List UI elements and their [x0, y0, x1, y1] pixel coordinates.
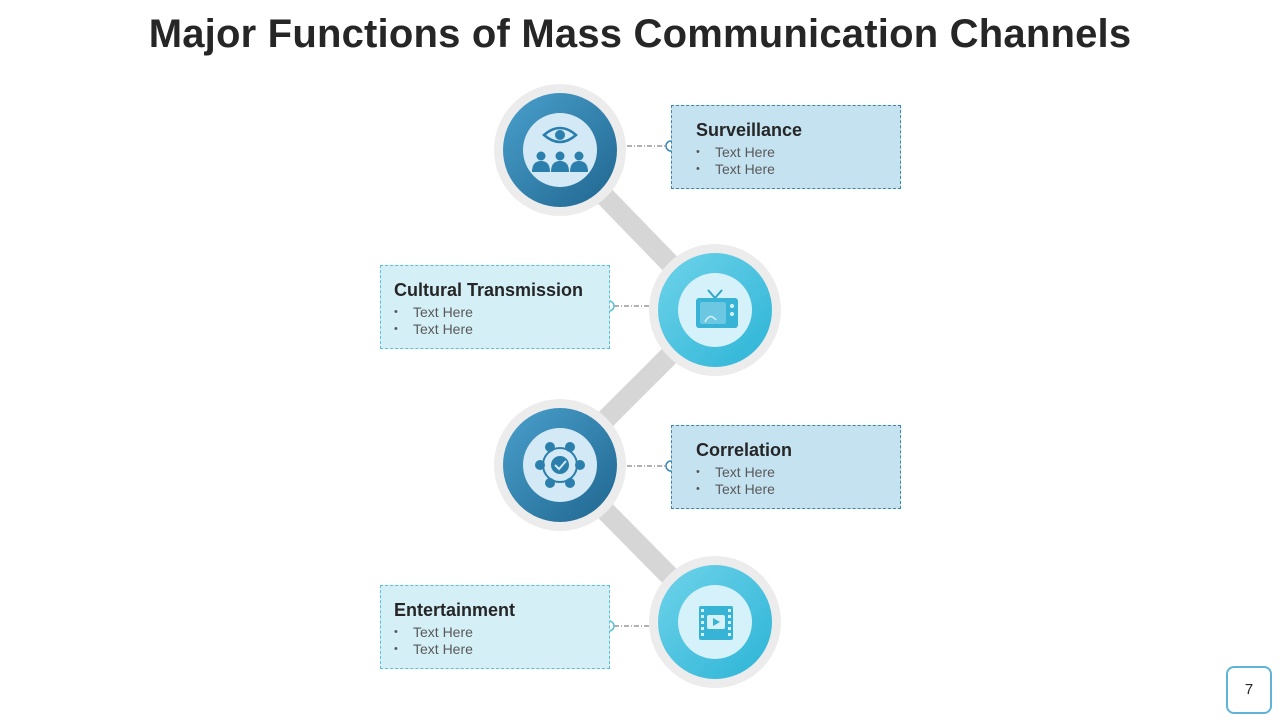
bullet-item: Text Here: [394, 321, 609, 338]
bullet-item: Text Here: [696, 464, 900, 481]
bullet-list: Text Here Text Here: [696, 144, 900, 178]
slide-title: Major Functions of Mass Communication Ch…: [148, 12, 1132, 56]
bullet-item: Text Here: [394, 641, 609, 658]
bullet-item: Text Here: [696, 144, 900, 161]
node-entertainment: [649, 556, 781, 688]
bullet-item: Text Here: [696, 161, 900, 178]
box-heading: Surveillance: [696, 120, 803, 140]
tv-icon: [696, 289, 738, 328]
network-check-icon: [535, 442, 585, 488]
bullet-list: Text Here Text Here: [394, 304, 609, 338]
node-cultural-transmission: [649, 244, 781, 376]
eye-people-icon: [532, 126, 588, 172]
page-number: 7: [1226, 666, 1272, 714]
entertainment-box: Entertainment Text Here Text Here: [380, 585, 610, 669]
bullet-item: Text Here: [394, 624, 609, 641]
correlation-box: Correlation Text Here Text Here: [671, 425, 901, 509]
surveillance-box: Surveillance Text Here Text Here: [671, 105, 901, 189]
video-play-icon: [699, 606, 733, 640]
bullet-list: Text Here Text Here: [696, 464, 900, 498]
node-surveillance: [494, 84, 626, 216]
bullet-item: Text Here: [394, 304, 609, 321]
box-heading: Cultural Transmission: [394, 280, 584, 300]
cultural-transmission-box: Cultural Transmission Text Here Text Her…: [380, 265, 610, 349]
node-correlation: [494, 399, 626, 531]
box-heading: Entertainment: [394, 600, 516, 620]
dashed-connectors: [614, 145, 666, 627]
connector-bars: [552, 143, 723, 630]
bullet-item: Text Here: [696, 481, 900, 498]
bullet-list: Text Here Text Here: [394, 624, 609, 658]
box-heading: Correlation: [696, 440, 793, 460]
